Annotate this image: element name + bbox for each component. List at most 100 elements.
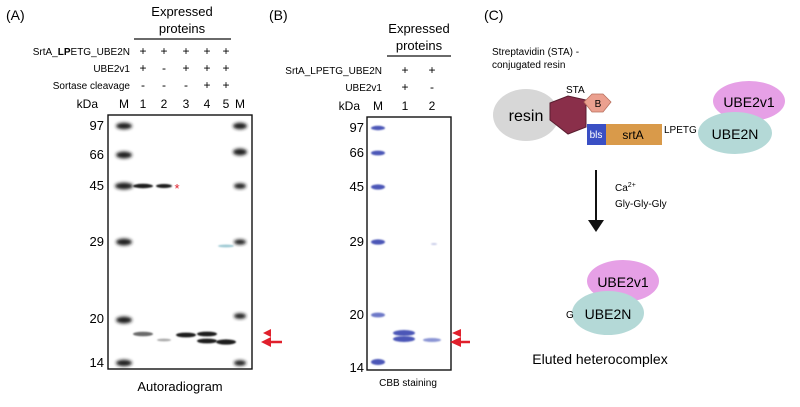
panel-a-header-line2: proteins: [159, 21, 206, 36]
gel-a-lane5-band-lower: [216, 339, 236, 345]
panel-a-lane-label: 2: [161, 97, 168, 111]
gel-a-marker-band-14-right: [234, 360, 246, 366]
panel-a-marker-label: 14: [90, 355, 104, 370]
panel-a-sign: +: [222, 78, 229, 92]
sta-label: STA: [566, 85, 585, 96]
panel-b-marker-label: 45: [350, 179, 364, 194]
panel-a-lane-label: 1: [140, 97, 147, 111]
panel-a-lane-label: 4: [204, 97, 211, 111]
gel-b-lane1-band-upper: [393, 330, 415, 336]
panel-a-lane-label: M: [119, 97, 129, 111]
gel-a-marker-band-14-left: [116, 359, 132, 367]
panel-b-marker-label: 66: [350, 145, 364, 160]
panel-a-sign: -: [184, 78, 188, 92]
gel-b-marker-band-45: [371, 184, 385, 190]
biotin-shape: [583, 93, 612, 113]
srta-domain: [606, 124, 662, 145]
gel-a-lane1-band-45: [133, 183, 153, 189]
panel-b-arrowhead-upper: [452, 329, 461, 337]
gel-a-marker-band-66-left: [116, 151, 132, 159]
gel-a-marker-band-20-left: [116, 316, 132, 324]
reagent-triglycine: Gly-Gly-Gly: [615, 199, 667, 210]
panel-b-lane-label: 1: [402, 99, 409, 113]
panel-c-caption: Eluted heterocomplex: [532, 351, 667, 367]
panel-b-header-line2: proteins: [396, 38, 443, 53]
panel-a-sign: +: [139, 61, 146, 75]
panel-b-sign: +: [428, 63, 435, 77]
panel-a-sign: +: [222, 44, 229, 58]
panel-a-lane-label: M: [235, 97, 245, 111]
panel-a-row-label-cleavage: Sortase cleavage: [53, 81, 131, 92]
gel-a-lane1-band-17: [133, 331, 153, 337]
gel-a-lane2-band-45: [156, 184, 172, 188]
panel-b-marker-label: 97: [350, 120, 364, 135]
panel-a-sign: -: [162, 61, 166, 75]
panel-a-letter: (A): [6, 7, 25, 23]
ube2n-bound-label: UBE2N: [712, 126, 759, 142]
biotin-label: B: [595, 99, 602, 110]
panel-b-sign: +: [401, 80, 408, 94]
panel-a-sign: +: [160, 44, 167, 58]
panel-a: (A) Expressed proteins SrtA_LPETG_UBE2N …: [6, 4, 282, 394]
gel-b-marker-band-66: [371, 150, 385, 156]
panel-a-marker-label: 45: [90, 178, 104, 193]
panel-b: (B) Expressed proteins SrtA_LPETG_UBE2N …: [269, 7, 470, 389]
gel-b-lane2-faint-spot: [431, 243, 437, 245]
gel-b-marker-band-14: [371, 359, 385, 365]
panel-a-marker-label: 97: [90, 118, 104, 133]
panel-b-row-label-srta: SrtA_LPETG_UBE2N: [285, 66, 382, 77]
panel-a-marker-label: 29: [90, 234, 104, 249]
panel-a-sign: +: [203, 78, 210, 92]
streptavidin-shape: [549, 95, 587, 135]
panel-a-caption: Autoradiogram: [137, 379, 222, 394]
ube2v1-eluted-label: UBE2v1: [597, 274, 649, 290]
ube2n-bound: [698, 112, 772, 154]
gel-a-marker-band-29-left: [116, 238, 132, 246]
panel-b-caption: CBB staining: [379, 378, 437, 389]
panel-a-header-line1: Expressed: [151, 4, 212, 19]
panel-a-red-arrows: [261, 329, 282, 347]
reaction-arrow-head: [588, 220, 604, 232]
panel-b-header-line1: Expressed: [388, 21, 449, 36]
gel-a-lane4-band-lower: [197, 338, 217, 344]
panel-b-marker-label: 20: [350, 307, 364, 322]
gel-a-lane3-band-17: [176, 332, 196, 338]
panel-a-asterisk: *: [174, 181, 179, 196]
panel-b-arrowhead-lower: [450, 337, 461, 347]
panel-a-gel-bands: [115, 122, 247, 367]
panel-b-kda-label: kDa: [339, 99, 361, 113]
resin-bead: [493, 89, 559, 141]
g-label: G: [566, 310, 574, 321]
panel-b-gel-bands: [371, 125, 441, 365]
panel-c: (C) Streptavidin (STA) - conjugated resi…: [484, 7, 785, 367]
resin-label: resin: [509, 108, 544, 125]
bls-label: bls: [590, 130, 603, 141]
gel-a-marker-band-45-left: [115, 182, 133, 190]
gel-a-marker-band-29-right: [234, 239, 246, 245]
panel-a-sign: -: [162, 78, 166, 92]
gel-b-lane2-band: [423, 338, 441, 342]
gel-a-marker-band-97-right: [233, 122, 247, 130]
panel-b-letter: (B): [269, 7, 288, 23]
ube2v1-bound: [713, 81, 785, 121]
reagent-calcium: Ca2+: [615, 182, 636, 194]
srta-label: srtA: [622, 128, 643, 142]
panel-a-lane-label: 5: [223, 97, 230, 111]
panel-a-arrowhead-upper: [263, 329, 271, 337]
panel-b-marker-label: 29: [350, 234, 364, 249]
ube2n-eluted-label: UBE2N: [585, 306, 632, 322]
gel-b-marker-band-20: [371, 312, 385, 318]
panel-b-marker-labels: 97 66 45 29 20 14: [350, 120, 364, 375]
panel-a-sign: +: [222, 61, 229, 75]
panel-a-kda-label: kDa: [77, 97, 99, 111]
gel-b-lane1-band-lower: [393, 336, 415, 342]
panel-a-lane-label: 3: [183, 97, 190, 111]
panel-b-marker-label: 14: [350, 360, 364, 375]
panel-a-arrowhead-lower: [261, 337, 271, 347]
bls-tag: [587, 124, 606, 145]
panel-b-sign: -: [430, 80, 434, 94]
panel-b-sign: +: [401, 63, 408, 77]
